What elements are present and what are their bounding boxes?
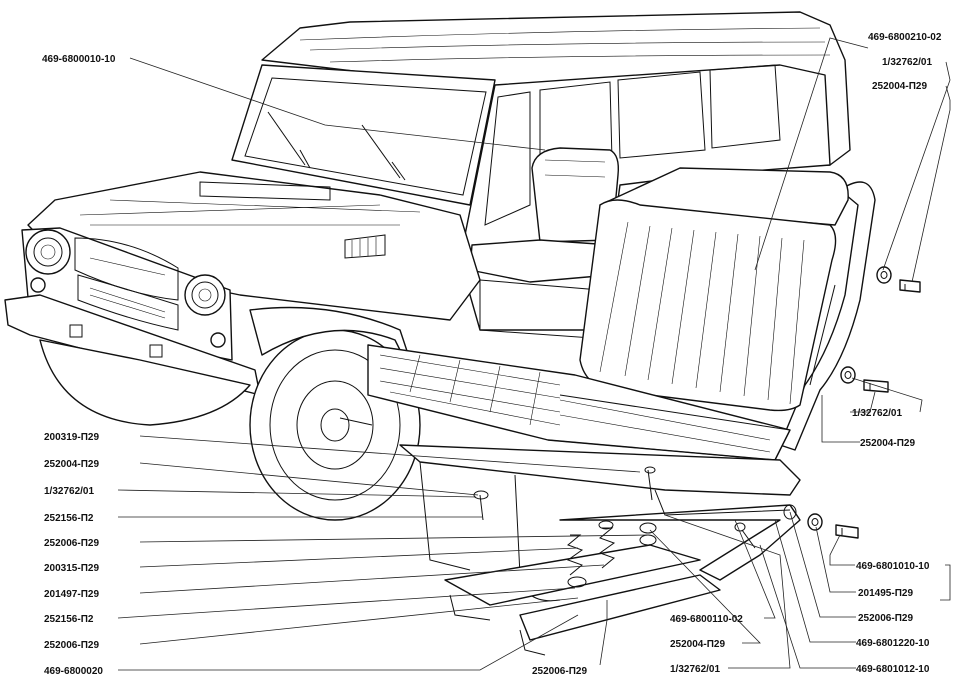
label-200319-p29: 200319-П29 [44,432,99,443]
label-469-6801220-10: 469-6801220-10 [856,638,930,649]
label-252004-p29-left: 252004-П29 [44,459,99,470]
label-469-6801010-10: 469-6801010-10 [856,561,930,572]
label-252006-p29-right: 252006-П29 [858,613,913,624]
label-252004-p29-mid: 252004-П29 [860,438,915,449]
label-1-32762-01-top: 1/32762/01 [882,57,932,68]
label-252156-p2-upper: 252156-П2 [44,513,94,524]
part-labels: 469-6800010-10 469-6800210-02 1/32762/01… [42,32,942,677]
seat-illustration [367,167,921,656]
leader-lines [117,37,951,671]
label-252006-p29-left-lower: 252006-П29 [44,640,99,651]
label-201495-p29: 201495-П29 [858,588,913,599]
label-1-32762-01-mid: 1/32762/01 [852,408,902,419]
label-1-32762-01-left: 1/32762/01 [44,486,94,497]
label-252004-p29-top: 252004-П29 [872,81,927,92]
label-252156-p2-lower: 252156-П2 [44,614,94,625]
label-469-6800210-02: 469-6800210-02 [868,32,942,43]
label-469-6800020: 469-6800020 [44,666,103,677]
label-252006-p29-left-upper: 252006-П29 [44,538,99,549]
label-469-6800110-02: 469-6800110-02 [670,614,743,625]
label-252006-p29-bottom: 252006-П29 [532,666,587,677]
label-252004-p29-bottom: 252004-П29 [670,639,725,650]
label-469-6801012-10: 469-6801012-10 [856,664,930,675]
label-1-32762-01-bottom: 1/32762/01 [670,664,720,675]
label-201497-p29: 201497-П29 [44,589,99,600]
vehicle-illustration [4,11,851,521]
label-200315-p29: 200315-П29 [44,563,99,574]
label-469-6800010-10: 469-6800010-10 [42,54,116,65]
